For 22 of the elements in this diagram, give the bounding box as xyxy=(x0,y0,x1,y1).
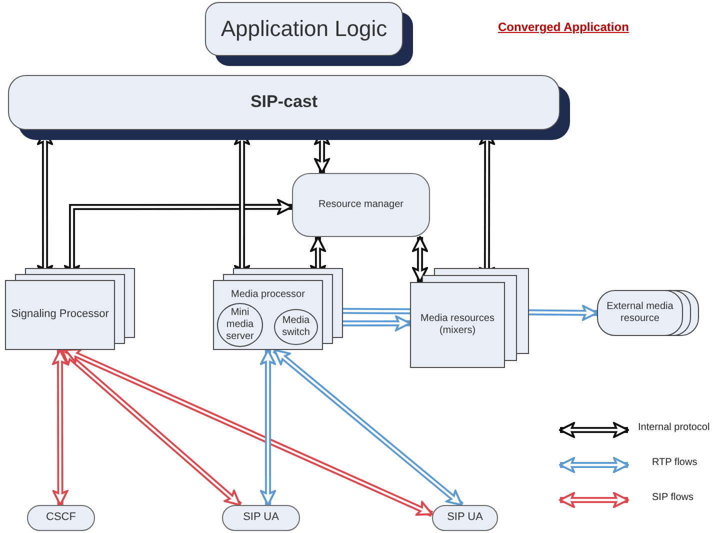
legend-label: Internal protocol xyxy=(638,422,710,433)
rounded-box xyxy=(292,173,430,237)
legend-label: SIP flows xyxy=(652,492,694,503)
node-label: Resource manager xyxy=(318,199,404,211)
component-ellipse xyxy=(217,303,263,347)
node-label: Signaling Processor xyxy=(11,308,109,322)
node-label: Media processor xyxy=(231,289,305,301)
legend-label: RTP flows xyxy=(652,457,698,468)
heading-note: Converged Application xyxy=(498,20,629,34)
node-label: Media switch xyxy=(281,315,311,339)
rounded-box xyxy=(27,505,95,531)
component-ellipse xyxy=(274,309,318,345)
rounded-box xyxy=(432,505,498,531)
rounded-box xyxy=(222,505,300,531)
node-label: SIP-cast xyxy=(250,92,318,113)
node-label: CSCF xyxy=(46,511,76,525)
node-label: Media resources (mixers) xyxy=(420,313,496,337)
node-label: Application Logic xyxy=(220,16,388,42)
node-label: External media resource xyxy=(606,301,674,325)
node-label: SIP UA xyxy=(447,511,483,525)
node-label: SIP UA xyxy=(243,511,279,525)
node-label: Mini media server xyxy=(225,307,255,343)
